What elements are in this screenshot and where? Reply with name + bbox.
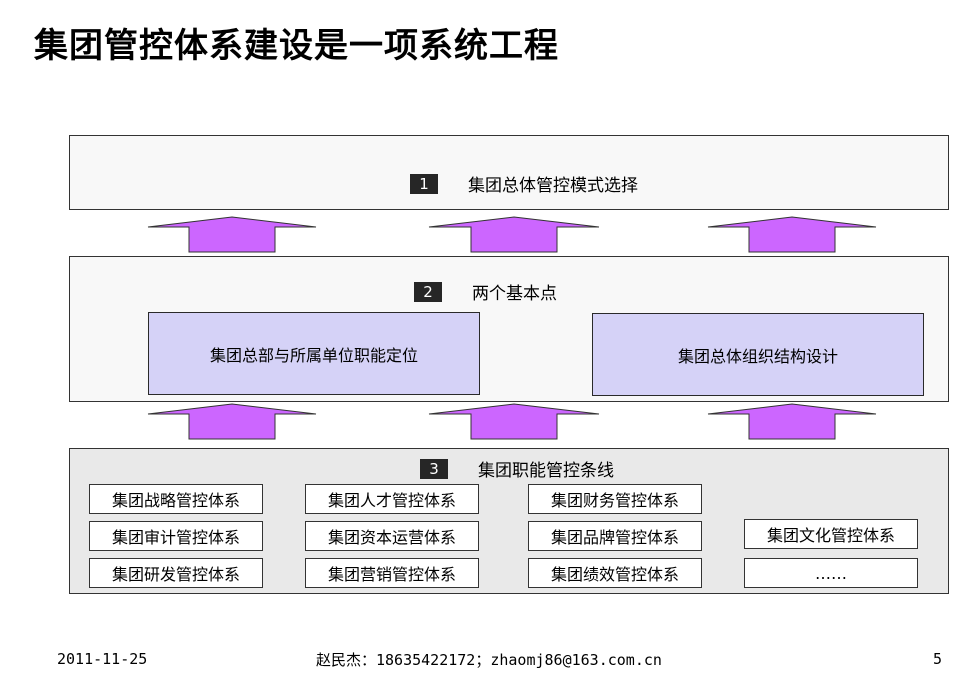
layer-1-control-mode: 1 集团总体管控模式选择 bbox=[69, 135, 949, 210]
system-box-brand: 集团品牌管控体系 bbox=[528, 521, 702, 551]
up-arrow-icon bbox=[428, 216, 600, 253]
layer-3-label: 集团职能管控条线 bbox=[478, 461, 614, 481]
layer-1-label: 集团总体管控模式选择 bbox=[468, 176, 638, 196]
footer-date: 2011-11-25 bbox=[57, 650, 148, 668]
layer-2-header: 2 两个基本点 bbox=[414, 279, 557, 304]
layer-2-basic-points: 2 两个基本点 集团总部与所属单位职能定位 集团总体组织结构设计 bbox=[69, 256, 949, 402]
system-box-performance: 集团绩效管控体系 bbox=[528, 558, 702, 588]
step-number-1: 1 bbox=[410, 173, 438, 194]
page-title: 集团管控体系建设是一项系统工程 bbox=[34, 26, 559, 66]
layer-1-header: 1 集团总体管控模式选择 bbox=[410, 171, 638, 196]
layer-3-header: 3 集团职能管控条线 bbox=[420, 456, 614, 481]
layer-2-label: 两个基本点 bbox=[472, 284, 557, 304]
system-box-finance: 集团财务管控体系 bbox=[528, 484, 702, 514]
step-number-3: 3 bbox=[420, 458, 448, 479]
up-arrow-icon bbox=[707, 216, 877, 253]
system-box-talent: 集团人才管控体系 bbox=[305, 484, 479, 514]
system-box-marketing: 集团营销管控体系 bbox=[305, 558, 479, 588]
page-number: 5 bbox=[933, 650, 943, 668]
function-positioning-box: 集团总部与所属单位职能定位 bbox=[148, 312, 480, 395]
system-box-audit: 集团审计管控体系 bbox=[89, 521, 263, 551]
org-structure-box: 集团总体组织结构设计 bbox=[592, 313, 924, 396]
up-arrow-icon bbox=[147, 403, 317, 440]
up-arrow-icon bbox=[707, 403, 877, 440]
up-arrow-icon bbox=[428, 403, 600, 440]
system-box-rnd: 集团研发管控体系 bbox=[89, 558, 263, 588]
system-box-capital: 集团资本运营体系 bbox=[305, 521, 479, 551]
system-box-culture: 集团文化管控体系 bbox=[744, 519, 918, 549]
system-box-strategy: 集团战略管控体系 bbox=[89, 484, 263, 514]
step-number-2: 2 bbox=[414, 281, 442, 302]
layer-3-functional-lines: 3 集团职能管控条线 集团战略管控体系 集团人才管控体系 集团财务管控体系 集团… bbox=[69, 448, 949, 594]
footer-contact: 赵民杰：18635422172；zhaomj86@163.com.cn bbox=[316, 651, 662, 669]
up-arrow-icon bbox=[147, 216, 317, 253]
system-box-ellipsis: …… bbox=[744, 558, 918, 588]
